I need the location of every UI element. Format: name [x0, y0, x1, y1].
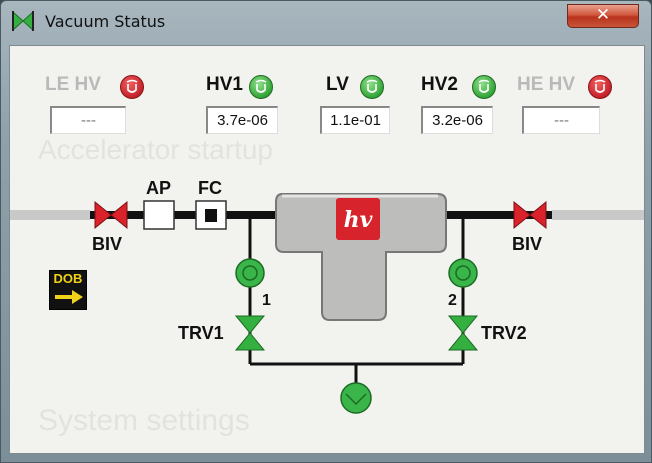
- status-indicator-lv: [360, 75, 384, 99]
- roughing-pump[interactable]: [340, 382, 372, 414]
- ap-box[interactable]: [143, 200, 175, 230]
- turbo-pump-1[interactable]: [235, 258, 265, 288]
- gauge-on-icon: [366, 79, 378, 93]
- close-button[interactable]: ✕: [567, 4, 639, 28]
- turbo-pump-2[interactable]: [448, 258, 478, 288]
- status-indicator-le-hv: [120, 75, 144, 99]
- title-bar[interactable]: Vacuum Status ✕: [1, 1, 651, 41]
- status-indicator-hv2: [472, 75, 496, 99]
- gauge-value-lv: 1.1e-01: [320, 106, 390, 134]
- gauge-label-le-hv: LE HV: [45, 74, 101, 95]
- window-title: Vacuum Status: [45, 12, 166, 31]
- trv1-label: TRV1: [178, 323, 224, 343]
- dob-label: DOB: [53, 271, 83, 286]
- beamline-left: [10, 210, 90, 220]
- gauge-label-hv2: HV2: [421, 74, 458, 95]
- hv-logo-text: hv: [344, 207, 373, 233]
- beamline-right: [552, 210, 644, 220]
- vacuum-panel: Accelerator startup System settings LE H…: [9, 45, 645, 454]
- gauge-on-icon: [478, 79, 490, 93]
- gauge-label-lv: LV: [326, 74, 349, 95]
- gauge-value-hv1: 3.7e-06: [206, 106, 278, 134]
- close-icon: ✕: [595, 5, 611, 25]
- vacuum-schematic: hv: [10, 193, 644, 414]
- fc-label: FC: [198, 178, 222, 198]
- dob-button[interactable]: DOB: [49, 270, 87, 310]
- gauge-value-hv2: 3.2e-06: [421, 106, 493, 134]
- biv-left-label: BIV: [92, 234, 123, 254]
- biv-right-valve[interactable]: [513, 200, 547, 230]
- valve-app-icon: [12, 10, 34, 32]
- hv-logo-icon: [336, 198, 380, 240]
- gauge-value-le-hv: ---: [50, 106, 126, 134]
- gauge-value-he-hv: ---: [522, 106, 600, 134]
- status-indicator-he-hv: [588, 75, 612, 99]
- trv2-label: TRV2: [481, 323, 527, 343]
- gauge-label-he-hv: HE HV: [517, 74, 576, 95]
- arrow-right-icon: [55, 290, 83, 304]
- gauge-label-hv1: HV1: [206, 74, 243, 95]
- ghost-text-settings: System settings: [38, 404, 250, 437]
- trv2-valve[interactable]: [447, 315, 479, 351]
- fc-cup-icon: [205, 209, 217, 222]
- biv-left-valve[interactable]: [94, 200, 128, 230]
- trv1-valve[interactable]: [234, 315, 266, 351]
- ghost-text-accelerator: Accelerator startup: [38, 134, 273, 165]
- ap-label: AP: [146, 178, 172, 198]
- gauge-on-icon: [255, 79, 267, 93]
- pump2-label: 2: [448, 292, 457, 309]
- status-indicator-hv1: [249, 75, 273, 99]
- gauge-off-icon: [594, 79, 606, 93]
- vacuum-chamber: [275, 193, 447, 321]
- pump1-label: 1: [262, 292, 271, 309]
- biv-right-label: BIV: [512, 234, 543, 254]
- gauge-off-icon: [126, 79, 138, 93]
